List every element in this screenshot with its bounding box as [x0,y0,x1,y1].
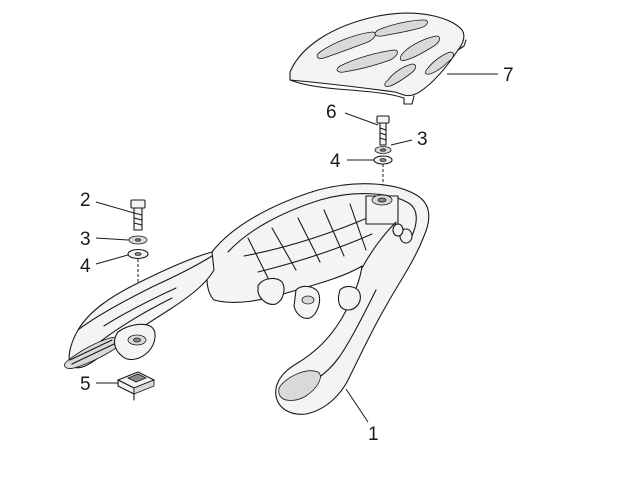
washer-right-lower [373,155,393,165]
callout-3-left: 3 [80,229,91,250]
leader-6 [344,112,379,126]
leader-3-left [95,237,130,241]
leader-1 [345,388,369,423]
callout-6: 6 [326,102,337,123]
callout-3-right: 3 [417,129,428,150]
callout-1: 1 [368,424,379,445]
leader-lines [95,73,498,423]
washer-left-lower [127,248,149,260]
callout-5: 5 [80,374,91,395]
washer-left-upper [128,235,148,245]
callout-2: 2 [80,190,91,211]
callout-4-right: 4 [330,151,341,172]
bolt-right [376,115,390,146]
callout-7: 7 [503,65,514,86]
callout-labels: 7 6 3 4 2 3 4 5 1 [80,65,514,445]
bolt-left [130,199,146,231]
washer-right-upper [374,146,392,154]
clip-nut [117,371,155,401]
rear-rack-frame [64,183,430,415]
leader-2 [95,201,135,214]
leader-3-right [390,139,413,146]
leader-4-left [95,254,129,265]
callout-4-left: 4 [80,256,91,277]
top-cover-plate [289,12,467,105]
